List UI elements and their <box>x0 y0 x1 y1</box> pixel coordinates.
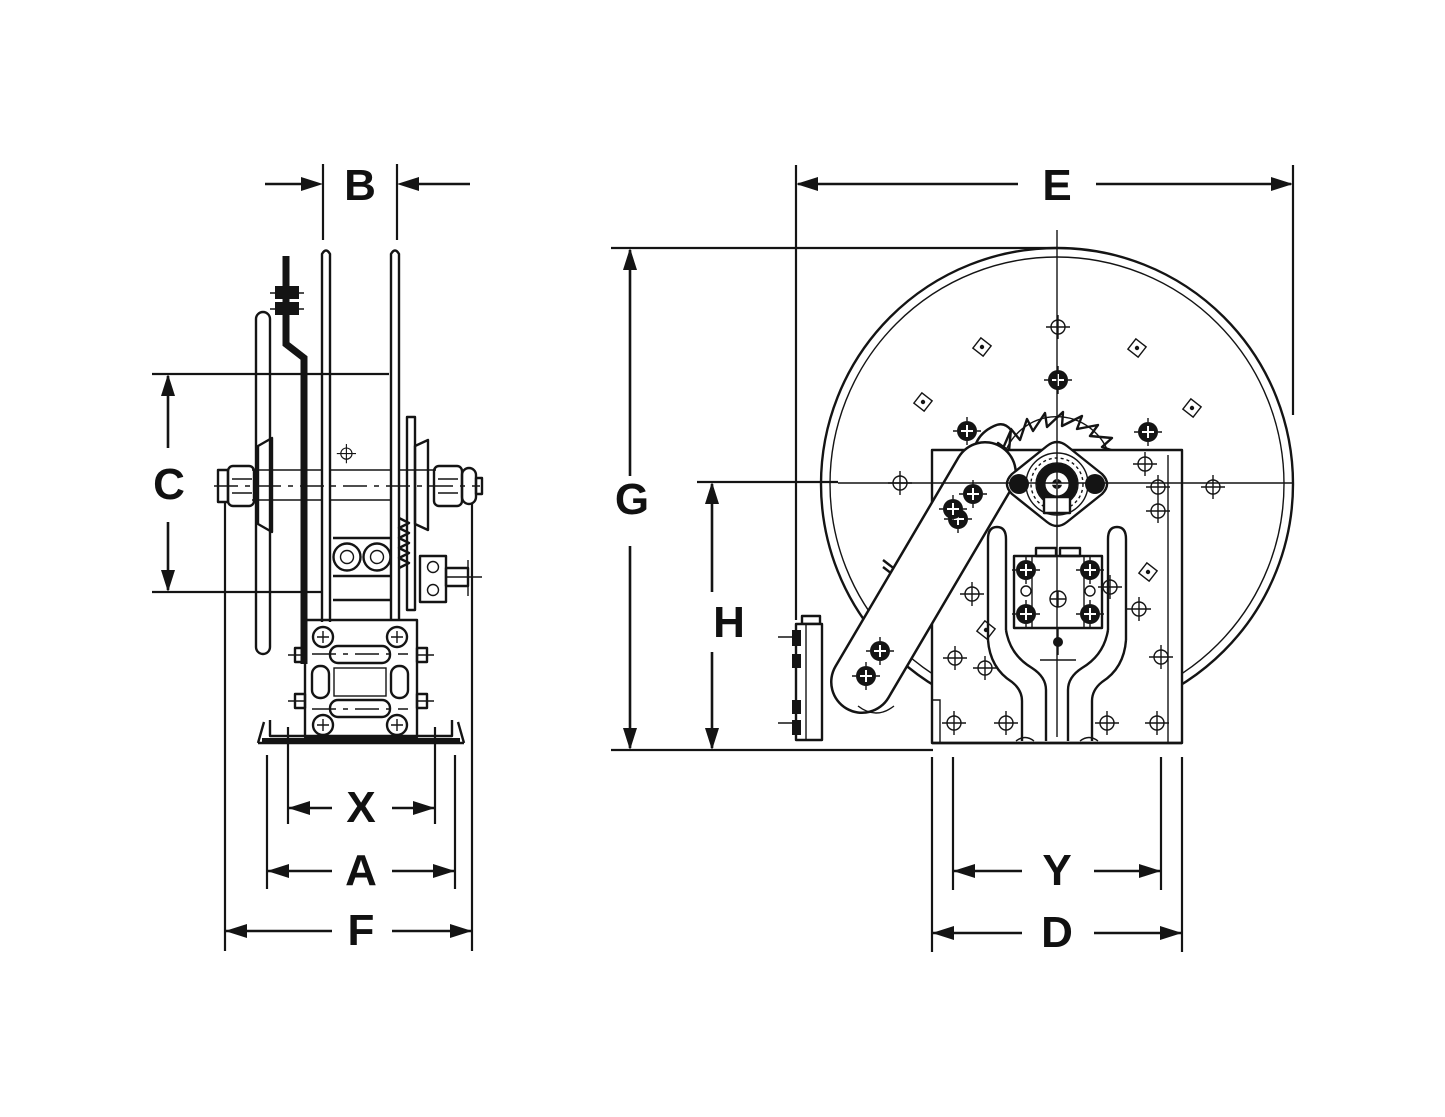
dimension-E: E <box>794 161 1295 620</box>
dimension-B: B <box>265 161 470 240</box>
hose-guide-arms <box>986 525 1128 742</box>
right-bracket <box>336 443 482 604</box>
dimension-label-F: F <box>348 906 375 955</box>
dimension-X: X <box>286 727 437 832</box>
crank-side-plate <box>254 256 308 664</box>
dimension-label-D: D <box>1041 908 1073 957</box>
drum-bolt-bar <box>332 536 392 602</box>
side-base-plate <box>256 720 466 745</box>
dimension-Y: Y <box>951 757 1163 895</box>
dimension-label-C: C <box>153 460 185 509</box>
crank-arm <box>830 441 1017 714</box>
dimension-label-B: B <box>344 161 376 210</box>
dimension-F: F <box>223 503 474 955</box>
dimension-D: D <box>930 757 1184 957</box>
dimension-label-G: G <box>615 475 649 524</box>
right-disc-plate <box>397 415 484 612</box>
dimension-H: H <box>697 480 838 750</box>
crank-handle-grip <box>778 614 824 742</box>
dimension-C: C <box>152 372 389 594</box>
dimension-G: G <box>611 246 1057 752</box>
ratchet-strip <box>397 516 411 570</box>
dimension-A: A <box>265 755 457 895</box>
roller-guide-frame <box>288 618 434 739</box>
dimension-label-X: X <box>346 783 375 832</box>
dimension-label-H: H <box>713 598 745 647</box>
roller-box <box>1011 546 1105 661</box>
left-swivel-fitting <box>216 436 274 534</box>
reel-discs-edge <box>320 249 401 622</box>
dimension-label-A: A <box>345 846 377 895</box>
side-view: B C X A <box>152 161 484 955</box>
dimension-label-E: E <box>1042 161 1071 210</box>
axle-shaft <box>252 469 436 501</box>
front-view: E G H Y <box>611 161 1295 957</box>
dimension-label-Y: Y <box>1042 846 1071 895</box>
